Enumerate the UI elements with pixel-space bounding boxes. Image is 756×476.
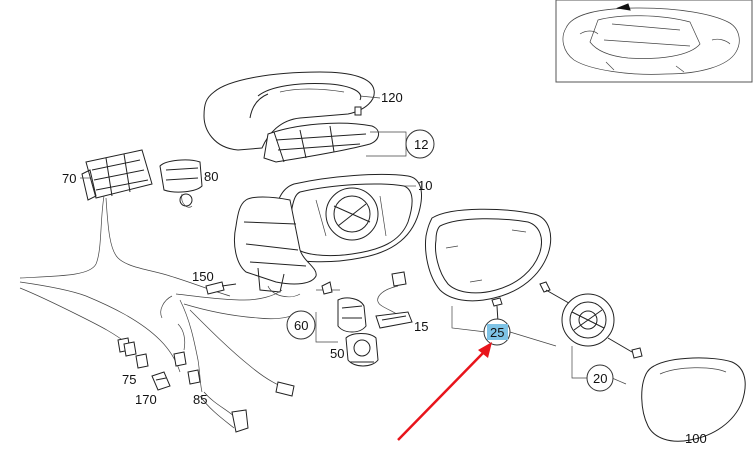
connector-part-85[interactable]: 85	[173, 351, 207, 407]
actuator-part-50[interactable]: 50	[330, 333, 379, 367]
callout-15: 15	[414, 319, 428, 334]
callout-85: 85	[193, 392, 207, 407]
callout-20-circle	[586, 364, 614, 392]
callout-50: 50	[330, 346, 344, 361]
puddle-lamp-part-15[interactable]: 15	[375, 271, 428, 334]
mirror-glass-holder[interactable]	[425, 208, 552, 302]
callout-25-highlight	[487, 324, 508, 340]
callout-12-circle	[405, 129, 435, 159]
callout-150: 150	[192, 269, 214, 284]
mirror-motor-part-20[interactable]: 20	[539, 281, 643, 392]
control-module-part-70[interactable]: 70	[62, 149, 153, 201]
sensor-part-80[interactable]: 80	[159, 159, 218, 208]
callout-60: 60	[294, 318, 308, 333]
callout-20: 20	[593, 371, 607, 386]
connector-part-75[interactable]: 75	[117, 337, 149, 387]
connector-part-170[interactable]: 170	[135, 371, 171, 407]
bracket-part-60[interactable]: 60	[286, 281, 367, 343]
mirror-cover-part-120[interactable]: 120	[203, 71, 403, 151]
callout-75: 75	[122, 372, 136, 387]
car-silhouette-icon	[562, 3, 740, 75]
callout-70: 70	[62, 171, 76, 186]
screw-part-25[interactable]: 25	[451, 297, 557, 347]
callout-25: 25	[490, 325, 504, 340]
callout-80: 80	[204, 169, 218, 184]
callout-120: 120	[381, 90, 403, 105]
callout-12: 12	[414, 137, 428, 152]
mirror-glass-part-100[interactable]: 100	[641, 357, 746, 446]
mirror-housing-part-10[interactable]: 10	[273, 173, 433, 263]
callout-100: 100	[685, 431, 707, 446]
screw-icon	[354, 106, 362, 116]
callout-10: 10	[418, 178, 432, 193]
turn-signal-part-12[interactable]: 12	[263, 122, 435, 163]
red-pointer-arrow	[397, 342, 492, 441]
wiring-harness[interactable]	[19, 195, 301, 433]
callout-170: 170	[135, 392, 157, 407]
bolt-part-150[interactable]: 150	[192, 269, 237, 295]
mirror-base[interactable]	[233, 196, 317, 298]
callout-60-circle	[286, 310, 316, 340]
vehicle-locator-inset	[555, 0, 753, 83]
